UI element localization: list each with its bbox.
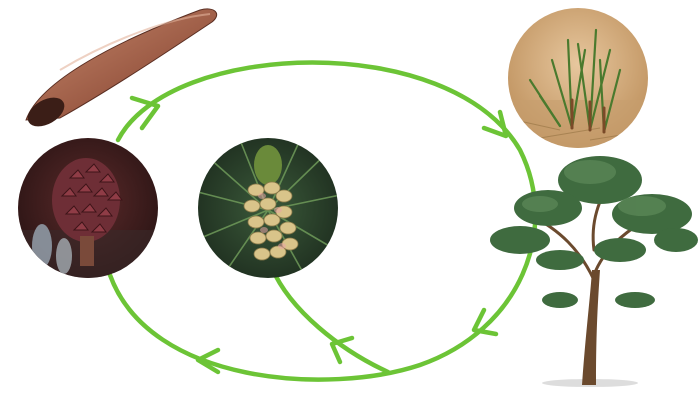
pine-seedlings-photo (508, 8, 648, 148)
arrowhead-top-left (129, 95, 161, 131)
arrowhead-top-right (481, 109, 509, 139)
mature-pine-tree-illustration (490, 156, 698, 387)
pollen-cone-photo (198, 138, 338, 278)
arrowhead-pollen (329, 335, 355, 365)
pollen-transfer-arrow (269, 265, 391, 375)
female-cone-photo (18, 138, 158, 278)
winged-seed-illustration (25, 8, 218, 127)
arrowhead-bottom-left (195, 347, 221, 375)
arrowhead-bottom-right (471, 307, 499, 337)
